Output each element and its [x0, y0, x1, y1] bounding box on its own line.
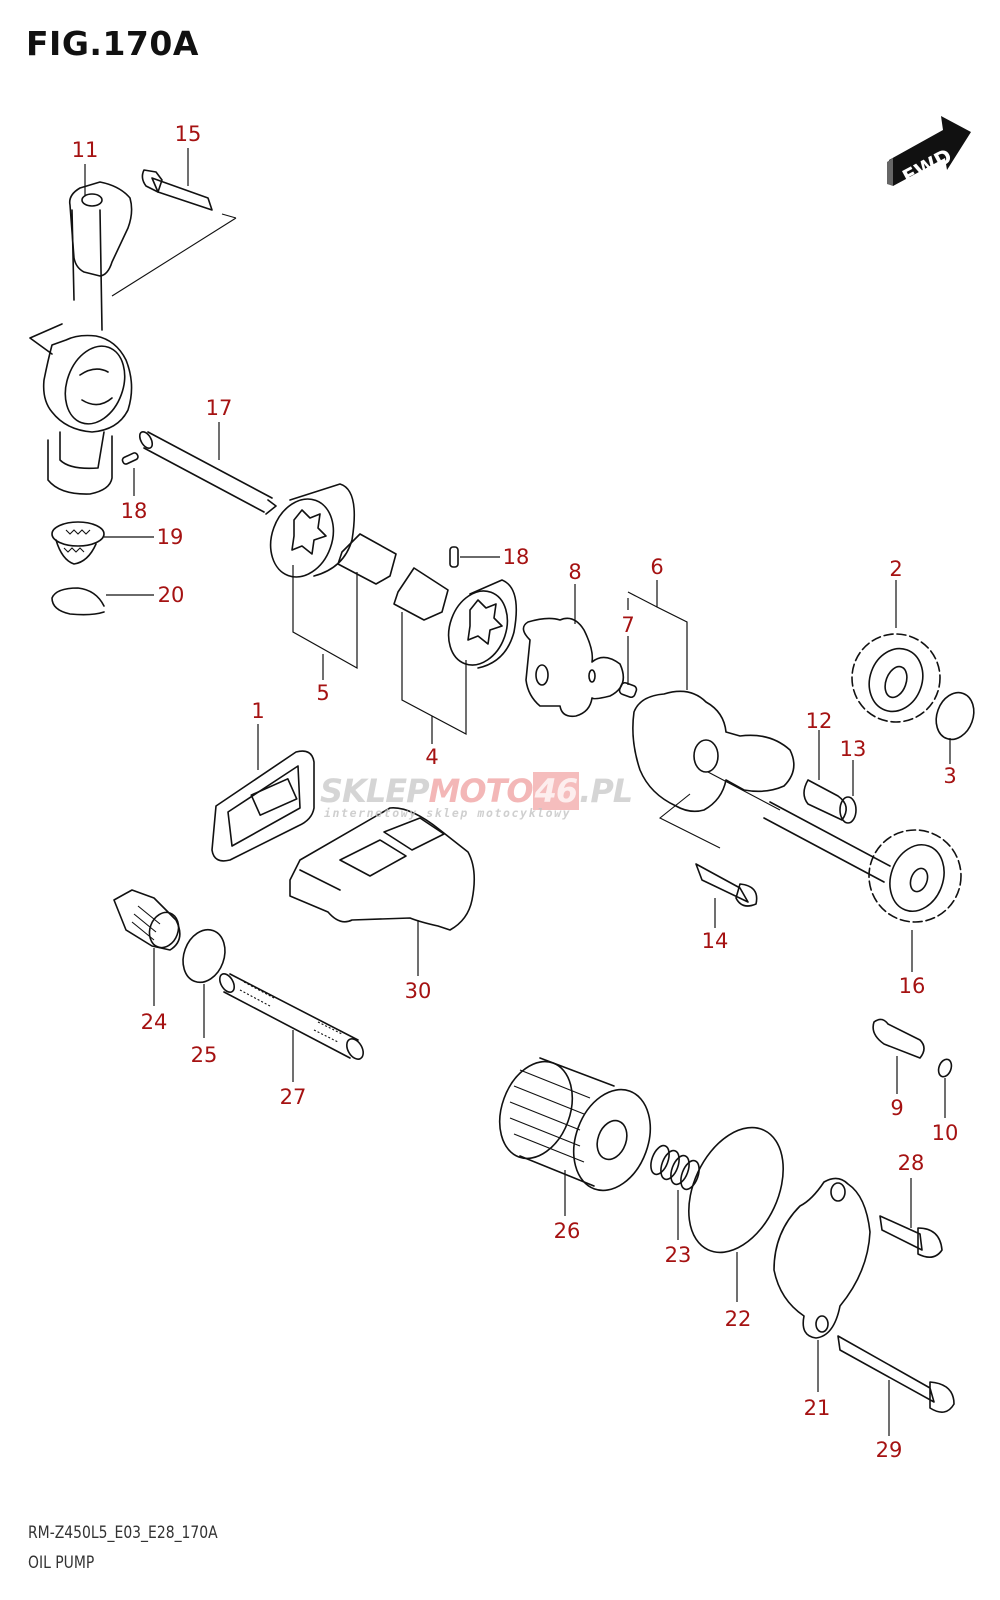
callout-16[interactable]: 16 — [898, 974, 926, 998]
callout-29[interactable]: 29 — [875, 1438, 903, 1462]
bolt-28-drawing — [879, 1215, 943, 1258]
callout-11[interactable]: 11 — [71, 138, 99, 162]
gasket-1-drawing — [211, 724, 315, 862]
rotor-set-5-drawing — [269, 483, 397, 680]
callout-18[interactable]: 18 — [120, 499, 148, 523]
watermark-brand-part2: MOTO — [428, 772, 534, 810]
callout-22[interactable]: 22 — [724, 1307, 752, 1331]
callout-7[interactable]: 7 — [621, 613, 635, 637]
figure-title: FIG.170A — [26, 24, 199, 63]
callout-24[interactable]: 24 — [140, 1010, 168, 1034]
callout-5[interactable]: 5 — [316, 681, 330, 705]
oil-filter-26-drawing — [498, 1057, 652, 1216]
bolt-29-drawing — [837, 1335, 955, 1413]
rotor-set-4-drawing — [393, 567, 518, 744]
callout-9[interactable]: 9 — [890, 1096, 904, 1120]
callout-23[interactable]: 23 — [664, 1243, 692, 1267]
callout-19[interactable]: 19 — [156, 525, 184, 549]
callout-20[interactable]: 20 — [157, 583, 185, 607]
watermark-brand-part3: 46 — [532, 772, 580, 810]
bolt-15-drawing — [111, 169, 237, 297]
strainer-19-drawing — [51, 521, 105, 565]
watermark-brand-part4: .PL — [579, 772, 633, 810]
callout-14[interactable]: 14 — [701, 929, 729, 953]
callout-27[interactable]: 27 — [279, 1085, 307, 1109]
watermark-brand: SKLEPMOTO46.PL — [320, 772, 633, 810]
o-ring-10-drawing — [937, 1058, 953, 1078]
watermark: SKLEPMOTO46.PL internetowy sklep motocyk… — [320, 772, 700, 832]
watermark-brand-part1: SKLEP — [320, 772, 430, 810]
callout-4[interactable]: 4 — [425, 745, 439, 769]
filter-cap-30-drawing — [289, 807, 476, 976]
callout-12[interactable]: 12 — [805, 709, 833, 733]
callout-18b[interactable]: 18 — [502, 545, 530, 569]
jet-9-drawing — [872, 1018, 925, 1059]
filter-cover-21-drawing — [773, 1177, 871, 1392]
drain-plug-24-drawing — [113, 889, 181, 1006]
o-ring-22-drawing — [688, 1126, 784, 1254]
callout-1[interactable]: 1 — [251, 699, 265, 723]
callout-2[interactable]: 2 — [889, 557, 903, 581]
gear-shaft-16-drawing — [763, 801, 962, 972]
washer-3-drawing — [935, 691, 975, 741]
oil-strainer-body-drawing — [29, 181, 133, 495]
section-name: OIL PUMP — [28, 1553, 95, 1573]
callout-15[interactable]: 15 — [174, 122, 202, 146]
pump-cover-8-drawing — [522, 584, 625, 718]
callout-26[interactable]: 26 — [553, 1219, 581, 1243]
callout-17[interactable]: 17 — [205, 396, 233, 420]
o-ring-13-drawing — [839, 796, 857, 824]
spring-23-drawing — [650, 1144, 700, 1240]
pump-housing-6-drawing — [618, 580, 795, 849]
callout-28[interactable]: 28 — [897, 1151, 925, 1175]
callout-13[interactable]: 13 — [839, 737, 867, 761]
screen-filter-27-drawing — [218, 973, 364, 1082]
model-code: RM-Z450L5_E03_E28_170A — [28, 1523, 218, 1543]
callout-8[interactable]: 8 — [568, 560, 582, 584]
shaft-17-drawing — [138, 431, 277, 515]
bolt-14-drawing — [695, 863, 758, 907]
circlip-20-drawing — [51, 587, 105, 616]
callout-25[interactable]: 25 — [190, 1043, 218, 1067]
callout-6[interactable]: 6 — [650, 555, 664, 579]
washer-25-drawing — [182, 928, 226, 984]
watermark-tagline: internetowy sklep motocyklowy — [324, 806, 572, 820]
callout-3[interactable]: 3 — [943, 764, 957, 788]
callout-10[interactable]: 10 — [931, 1121, 959, 1145]
callout-21[interactable]: 21 — [803, 1396, 831, 1420]
gear-2-drawing — [851, 580, 941, 723]
fwd-arrow-icon: FWD — [887, 116, 971, 188]
callout-30[interactable]: 30 — [404, 979, 432, 1003]
